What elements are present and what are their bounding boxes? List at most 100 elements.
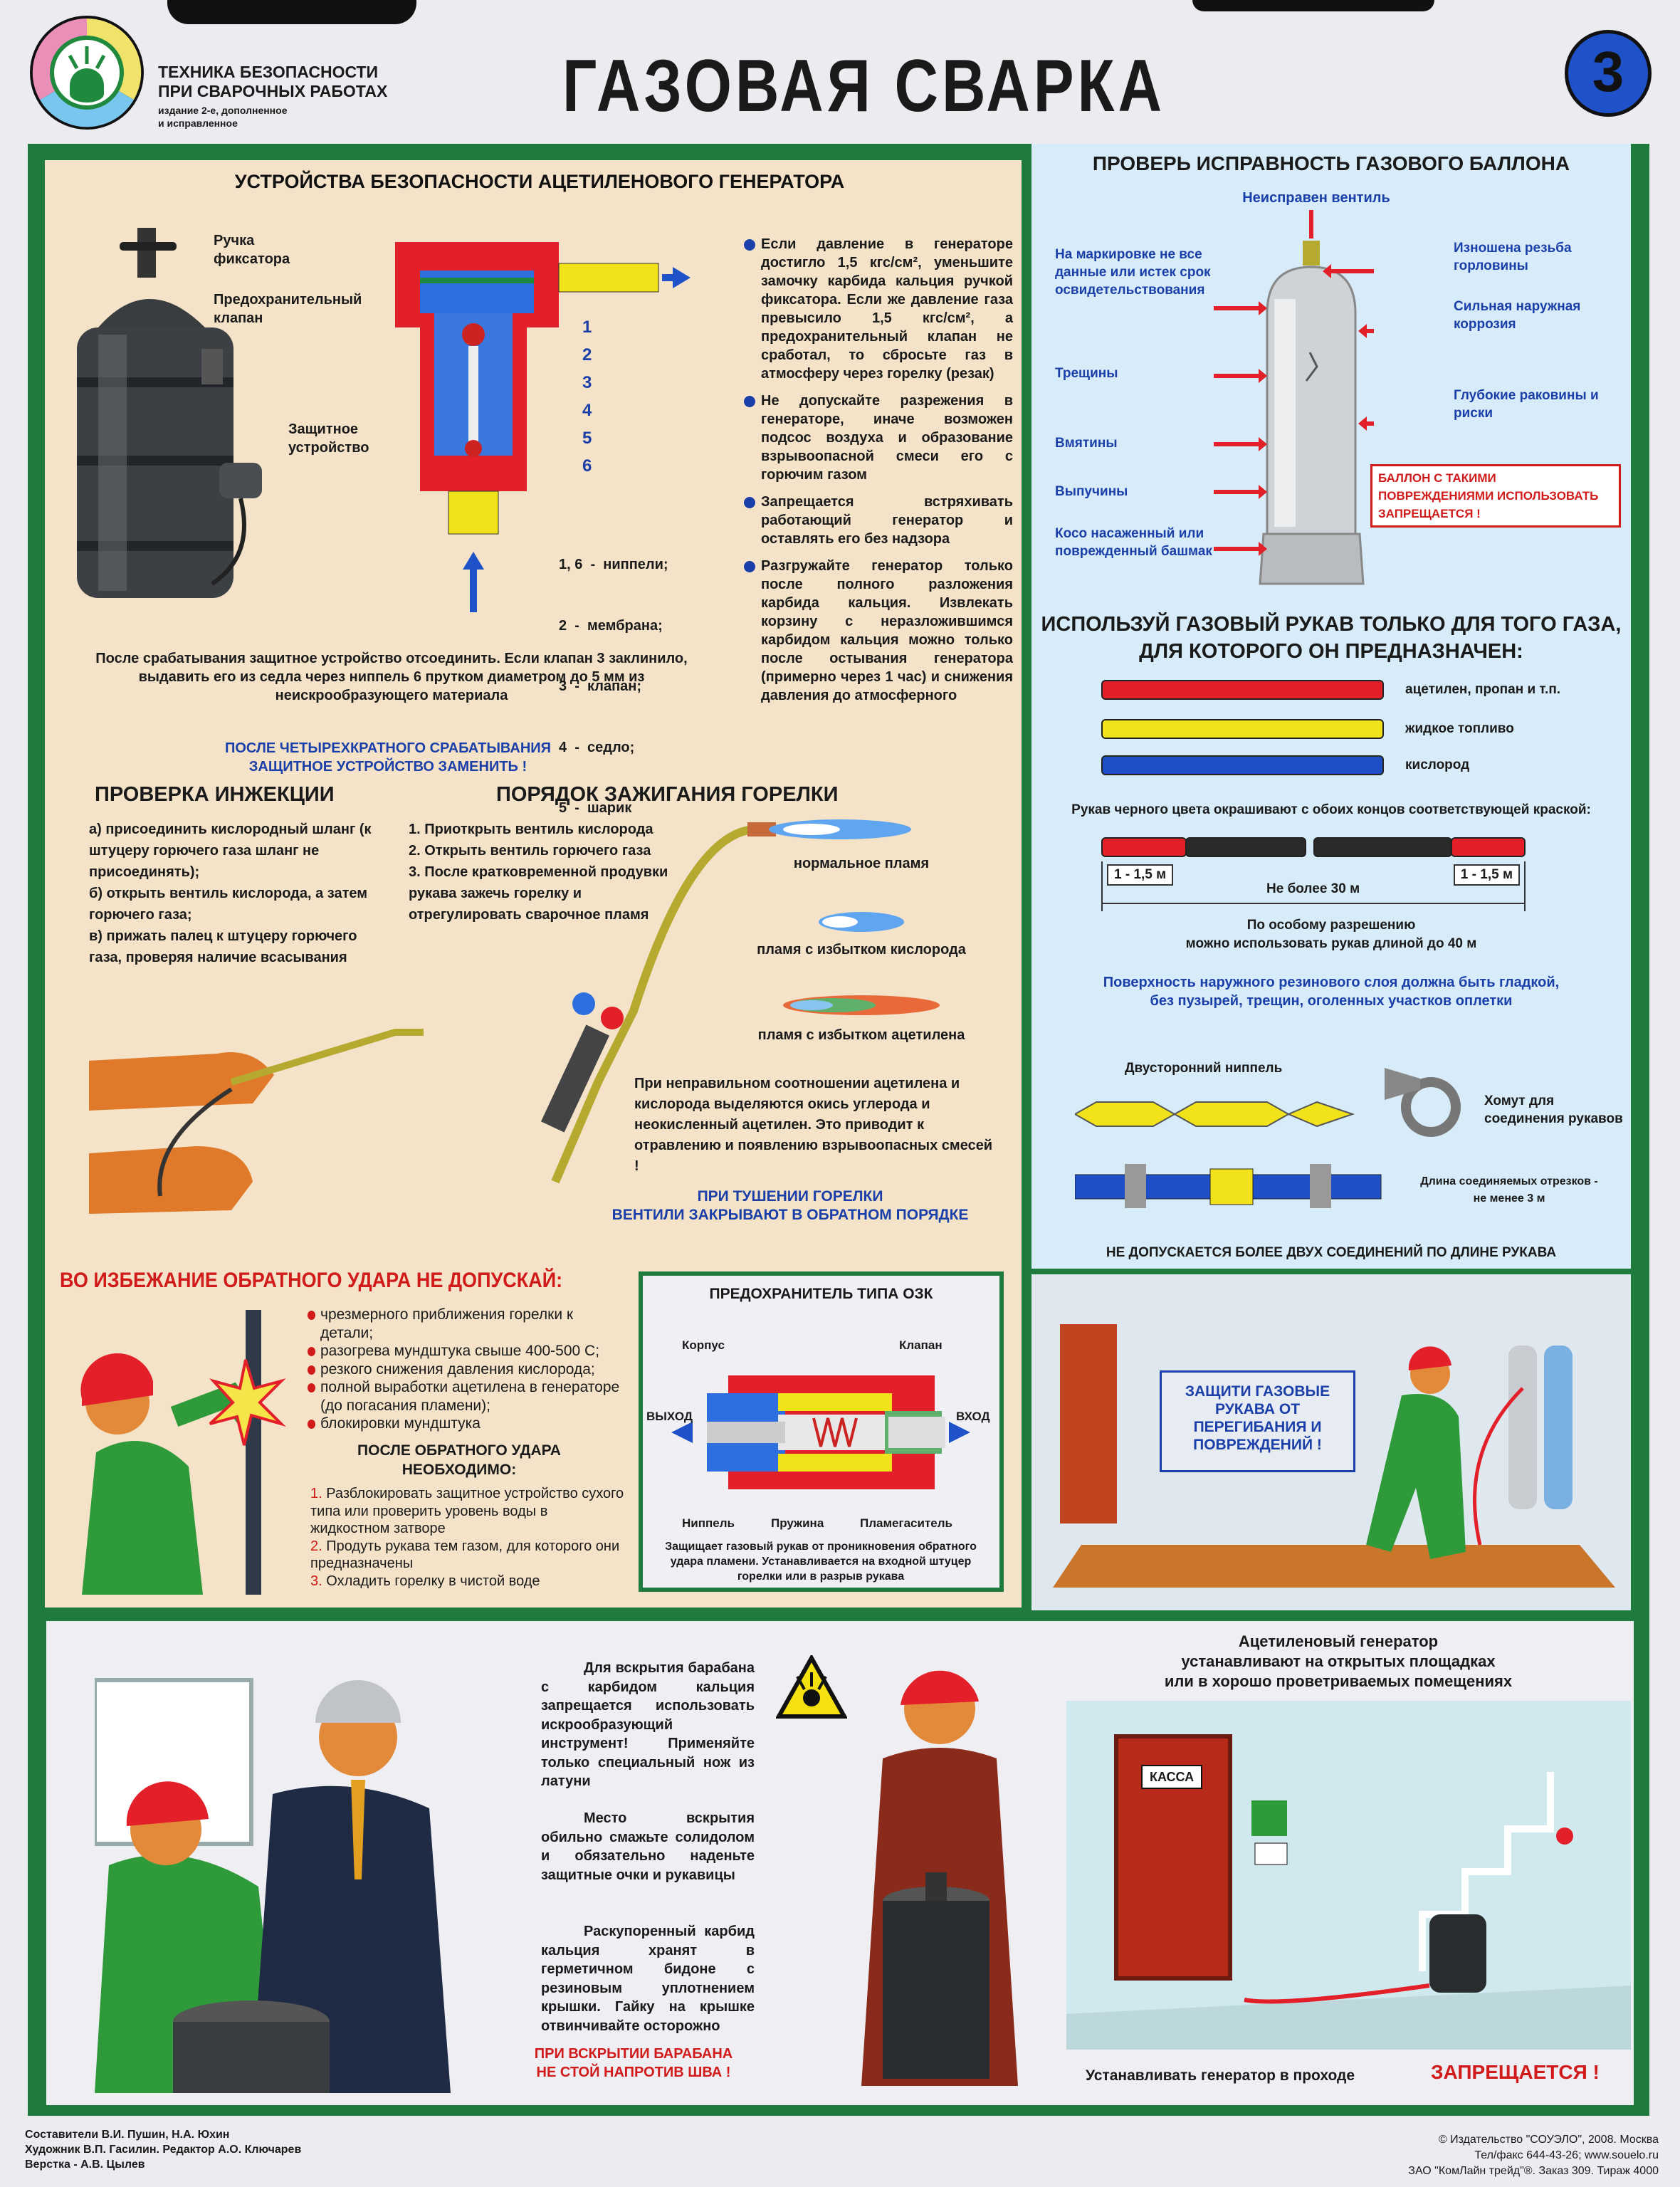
protect-hoses-sign: ЗАЩИТИ ГАЗОВЫЕ РУКАВА ОТ ПЕРЕГИБАНИЯ И П… (1160, 1370, 1355, 1472)
step-number: 1. (310, 1486, 322, 1501)
carbide-instruction-3: Раскупоренный карбид кальция хранят в ге… (541, 1924, 755, 2034)
note-line: ЗАЩИТНОЕ УСТРОЙСТВО ЗАМЕНИТЬ ! (248, 759, 527, 775)
ozk-label-spring: Пружина (771, 1516, 824, 1530)
binder-clip (167, 0, 416, 24)
protective-device-diagram (392, 235, 691, 623)
torch-illustration (477, 812, 975, 1214)
generator-rules: Если давление в генераторе достигло 1,5 … (744, 235, 1013, 713)
diagram-numbers: 1 2 3 4 5 6 (582, 313, 592, 480)
logo (28, 14, 146, 132)
flame-oxygen-label: пламя с избытком кислорода (757, 942, 966, 958)
diagram-legend: 1, 6 - ниппели; 2 - мембрана; 3 - клапан… (559, 514, 668, 839)
defect-shoe: Косо насаженный или поврежденный башмак (1055, 526, 1212, 559)
note-line: можно использовать рукав длиной до 40 м (1185, 936, 1477, 951)
page-title: ГАЗОВАЯ СВАРКА (562, 45, 1166, 127)
hose-heading: ИСПОЛЬЗУЙ ГАЗОВЫЙ РУКАВ ТОЛЬКО ДЛЯ ТОГО … (1031, 611, 1631, 665)
defect-corrosion: Сильная наружная коррозия (1454, 299, 1581, 332)
cylinder-valve-label: Неисправен вентиль (1242, 190, 1390, 206)
min-length-note: Длина соединяемых отрезков - не менее 3 … (1395, 1173, 1623, 1207)
backfire-causes: чрезмерного приближения горелки к детали… (306, 1306, 630, 1433)
after-backfire-heading: ПОСЛЕ ОБРАТНОГО УДАРА НЕОБХОДИМО: (306, 1441, 612, 1479)
flame-normal-label: нормальное пламя (793, 856, 930, 871)
ozk-caption: Защищает газовый рукав от проникновения … (665, 1541, 977, 1583)
step-text: Охладить горелку в чистой воде (326, 1573, 540, 1589)
clamp-label: Хомут для соединения рукавов (1484, 1094, 1623, 1126)
step-number: 2. (310, 1538, 322, 1554)
legend-item: 5 - шарик (559, 800, 632, 816)
hose-label: ацетилен, пропан и т.п. (1405, 682, 1561, 697)
note-line: Поверхность наружного резинового слоя до… (1103, 975, 1560, 990)
note-line: По особому разрешению (1246, 918, 1416, 933)
defect-marking: На маркировке не все данные или истек ср… (1055, 247, 1211, 298)
generator-note: После срабатывания защитное устройство о… (95, 651, 688, 703)
cylinder-heading: ПРОВЕРЬ ИСПРАВНОСТЬ ГАЗОВОГО БАЛЛОНА (1092, 152, 1570, 174)
step: 3. Охладить горелку в чистой воде (310, 1573, 627, 1590)
max-joints-note: НЕ ДОПУСКАЕТСЯ БОЛЕЕ ДВУХ СОЕДИНЕНИЙ ПО … (1106, 1245, 1557, 1260)
ozk-label-out: ВЫХОД (646, 1410, 693, 1423)
callout-number: 6 (582, 456, 592, 476)
flame-acetylene-label: пламя с избытком ацетилена (757, 1027, 965, 1043)
edition-line: издание 2-е, дополненное (158, 105, 288, 116)
step-number: 3. (310, 1573, 322, 1589)
step: 1. Приоткрыть вентиль кислорода (409, 822, 653, 837)
corridor-illustration: КАССА (1066, 1701, 1631, 2050)
step: 2. Открыть вентиль горючего газа (409, 843, 651, 859)
heading-line: Ацетиленовый генератор (1238, 1632, 1439, 1650)
legend-item: 2 - мембрана; (559, 617, 663, 634)
cause-item: резкого снижения давления кислорода; (306, 1360, 630, 1379)
defect-bulges: Выпучины (1055, 484, 1128, 499)
injection-heading: ПРОВЕРКА ИНЖЕКЦИИ (95, 783, 335, 806)
ozk-label-nipple: Ниппель (682, 1516, 735, 1530)
warning-line: НЕ СТОЙ НАПРОТИВ ШВА ! (536, 2065, 731, 2080)
cause-item: чрезмерного приближения горелки к детали… (306, 1306, 630, 1342)
nipple-label: Двусторонний ниппель (1125, 1061, 1283, 1076)
warning-line: ПРИ ВСКРЫТИИ БАРАБАНА (534, 2046, 733, 2062)
ozk-label-valve: Клапан (899, 1338, 943, 1352)
surface-requirement: Поверхность наружного резинового слоя до… (1031, 973, 1631, 1010)
cause-item: разогрева мундштука свыше 400-500 С; (306, 1342, 630, 1360)
defect-dents: Вмятины (1055, 436, 1118, 451)
heading-line: ПОСЛЕ ОБРАТНОГО УДАРА (357, 1442, 561, 1459)
hose-red-end (1451, 837, 1526, 857)
cash-desk-sign: КАССА (1141, 1765, 1203, 1789)
black-hose-note: Рукав черного цвета окрашивают с обоих к… (1071, 802, 1591, 817)
worker-with-container-illustration (840, 1666, 1032, 2097)
note-line: без пузырей, трещин, оголенных участков … (1150, 993, 1513, 1009)
heading-line: ИСПОЛЬЗУЙ ГАЗОВЫЙ РУКАВ ТОЛЬКО ДЛЯ ТОГО … (1041, 613, 1622, 636)
dim-end-left: 1 - 1,5 м (1107, 864, 1174, 886)
heading-line: НЕОБХОДИМО: (401, 1462, 517, 1478)
ignition-steps: 1. Приоткрыть вентиль кислорода 2. Откры… (409, 819, 679, 925)
clamp-icon (1377, 1061, 1470, 1143)
dim-middle: Не более 30 м (1266, 881, 1360, 896)
hand-torch-illustration (89, 1011, 495, 1221)
publisher-line: Тел/факс 644-43-26; www.souelo.ru (1474, 2149, 1659, 2161)
hose-bar (1101, 680, 1384, 700)
generator-note-blue: ПОСЛЕ ЧЕТЫРЕХКРАТНОГО СРАБАТЫВАНИЯ ЗАЩИТ… (93, 739, 683, 776)
publisher-line: ЗАО "КомЛайн трейд"®. Заказ 309. Тираж 4… (1408, 2165, 1659, 2177)
publisher-line: © Издательство "СОУЭЛО", 2008. Москва (1438, 2134, 1659, 2146)
heading-line: или в хорошо проветриваемых помещениях (1164, 1672, 1513, 1690)
welder-backfire-illustration (68, 1310, 303, 1598)
ignition-heading: ПОРЯДОК ЗАЖИГАНИЯ ГОРЕЛКИ (496, 783, 839, 806)
label-safety-valve: Предохранительный клапан (214, 292, 362, 326)
credits: Составители В.И. Пушин, Н.А. Юхин Художн… (25, 2127, 301, 2172)
ozk-box: ПРЕДОХРАНИТЕЛЬ ТИПА ОЗК Корпус Клапан ВЫ… (639, 1271, 1004, 1592)
cylinder-warning: БАЛЛОН С ТАКИМИ ПОВРЕЖДЕНИЯМИ ИСПОЛЬЗОВА… (1370, 464, 1621, 528)
drum-opening-illustration (93, 1652, 522, 2097)
ozk-label-in: ВХОД (956, 1410, 990, 1423)
dimension-lines: 1 - 1,5 м Не более 30 м 1 - 1,5 м (1101, 861, 1526, 911)
step: 2. Продуть рукава тем газом, для которог… (310, 1538, 627, 1573)
carbide-instruction-2: Место вскрытия обильно смажьте солидолом… (541, 1810, 755, 1883)
note-line: не менее 3 м (1473, 1192, 1545, 1205)
binder-clip (1192, 0, 1434, 11)
rule-item: Разгружайте генератор только после полно… (744, 557, 1013, 705)
mixture-warning: При неправильном соотношении ацетилена и… (634, 1076, 993, 1174)
placement-heading: Ацетиленовый генератор устанавливают на … (1046, 1632, 1630, 1692)
callout-number: 3 (582, 373, 592, 392)
backfire-heading: ВО ИЗБЕЖАНИЕ ОБРАТНОГО УДАРА НЕ ДОПУСКАЙ… (60, 1269, 563, 1292)
edition-line: и исправленное (158, 117, 238, 129)
sheet-number-badge: 3 (1565, 30, 1652, 117)
series-title-line: ПРИ СВАРОЧНЫХ РАБОТАХ (158, 82, 388, 100)
cause-item: полной выработки ацетилена в генераторе … (306, 1378, 630, 1415)
hose-black (1313, 837, 1452, 857)
